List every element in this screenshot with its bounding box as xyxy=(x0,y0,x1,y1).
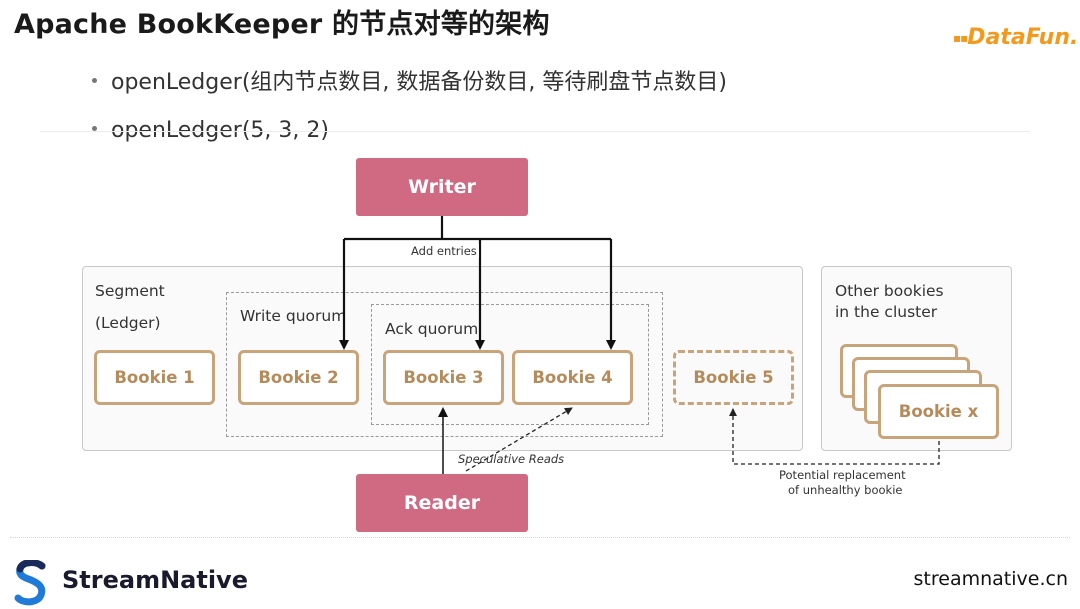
replacement-label-line1: Potential replacement xyxy=(779,468,906,482)
in-the-cluster-label: in the cluster xyxy=(835,303,938,321)
bullet-text: openLedger(组内节点数目, 数据备份数目, 等待刷盘节点数目) xyxy=(111,70,727,95)
bookie-2: Bookie 2 xyxy=(238,350,359,405)
speculative-reads-label: Speculative Reads xyxy=(458,452,565,466)
bullet-dot-icon xyxy=(92,77,97,83)
bookie-4: Bookie 4 xyxy=(512,350,633,405)
bookie-5: Bookie 5 xyxy=(673,350,794,405)
reader-box: Reader xyxy=(356,474,528,532)
footer-divider xyxy=(10,537,1070,538)
datafun-logo: ▪▪DataFun. xyxy=(953,25,1079,50)
bookie-3: Bookie 3 xyxy=(383,350,504,405)
writer-box: Writer xyxy=(356,158,528,216)
replacement-label-line2: of unhealthy bookie xyxy=(788,483,903,497)
write-quorum-box xyxy=(226,292,663,437)
datafun-logo-dots-icon: ▪▪ xyxy=(953,31,968,45)
bullet-text: openLedger(5, 3, 2) xyxy=(111,118,329,143)
ledger-label: (Ledger) xyxy=(95,314,161,332)
add-entries-label: Add entries xyxy=(409,244,479,258)
replacement-arrow xyxy=(729,408,940,465)
bookie-x: Bookie x xyxy=(878,384,999,439)
ack-quorum-box xyxy=(371,304,649,425)
streamnative-brand-name: StreamNative xyxy=(62,566,248,594)
other-bookies-label: Other bookies xyxy=(835,282,944,300)
separator-line xyxy=(40,131,1030,132)
ack-quorum-label: Ack quorum xyxy=(385,320,479,338)
add-entries-arrows xyxy=(339,216,616,350)
bullet-item: openLedger(组内节点数目, 数据备份数目, 等待刷盘节点数目) xyxy=(92,64,727,96)
slide-title: Apache BookKeeper 的节点对等的架构 xyxy=(14,9,550,40)
write-quorum-label: Write quorum xyxy=(240,307,347,325)
streamnative-url: streamnative.cn xyxy=(913,568,1068,590)
streamnative-logo-icon xyxy=(14,560,46,606)
bookie-1: Bookie 1 xyxy=(94,350,215,405)
bullet-item: openLedger(5, 3, 2) xyxy=(92,118,329,143)
segment-label: Segment xyxy=(95,282,165,300)
bullet-dot-icon xyxy=(92,125,97,131)
